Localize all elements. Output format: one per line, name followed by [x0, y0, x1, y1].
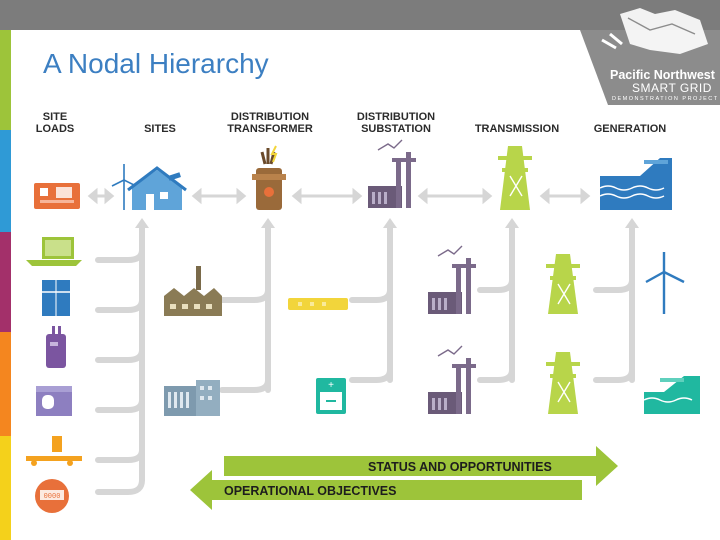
color-stripe [0, 30, 11, 540]
logo-name-line2: SMART GRID [632, 81, 712, 95]
operational-objectives-label: OPERATIONAL OBJECTIVES [224, 484, 397, 498]
transmission-tower-icon [498, 146, 532, 210]
logo-name-line1: Pacific Northwest [610, 68, 715, 82]
ev-charger-icon [26, 436, 82, 466]
laptop-icon [26, 237, 82, 266]
svg-text:0000: 0000 [44, 493, 61, 501]
wind-turbine-icon [645, 252, 685, 314]
factory-icon [164, 266, 222, 316]
logo-name-line3: DEMONSTRATION PROJECT [612, 96, 719, 102]
trunk-arrowheads [135, 218, 639, 228]
office-building-icon [164, 380, 220, 416]
small-wind-turbine-icon [111, 164, 137, 210]
top-row-connectors [87, 187, 591, 205]
meter-icon: 0000 [35, 479, 69, 513]
column-header-transmission: TRANSMISSION [474, 123, 560, 135]
hydro-dam-icon [599, 158, 672, 210]
battery-icon: + [316, 378, 346, 414]
transmission-tower-icon [546, 352, 580, 414]
column-header-sites: SITES [144, 123, 176, 135]
substation-icon [428, 345, 476, 414]
pole-transformer-icon [288, 298, 348, 310]
dryer-icon [36, 386, 72, 416]
operational-objectives-arrow [190, 470, 582, 510]
thermostat-icon [34, 183, 80, 209]
svg-text:+: + [328, 380, 334, 391]
slide-title: A Nodal Hierarchy [43, 48, 269, 79]
logo-badge [580, 8, 720, 105]
substation-icon [428, 245, 476, 314]
status-opportunities-label: STATUS AND OPPORTUNITIES [368, 460, 552, 474]
transformer-icon [252, 145, 286, 210]
hydro-dam-icon [643, 376, 700, 414]
column-header-generation: GENERATION [593, 123, 667, 135]
house-icon [127, 166, 187, 210]
branch-connectors [95, 225, 635, 495]
refrigerator-icon [42, 280, 70, 316]
substation-icon [368, 139, 416, 208]
top-bar [0, 0, 720, 30]
water-heater-icon [46, 326, 66, 368]
status-opportunities-arrow [224, 446, 618, 486]
transmission-tower-icon [546, 254, 580, 314]
